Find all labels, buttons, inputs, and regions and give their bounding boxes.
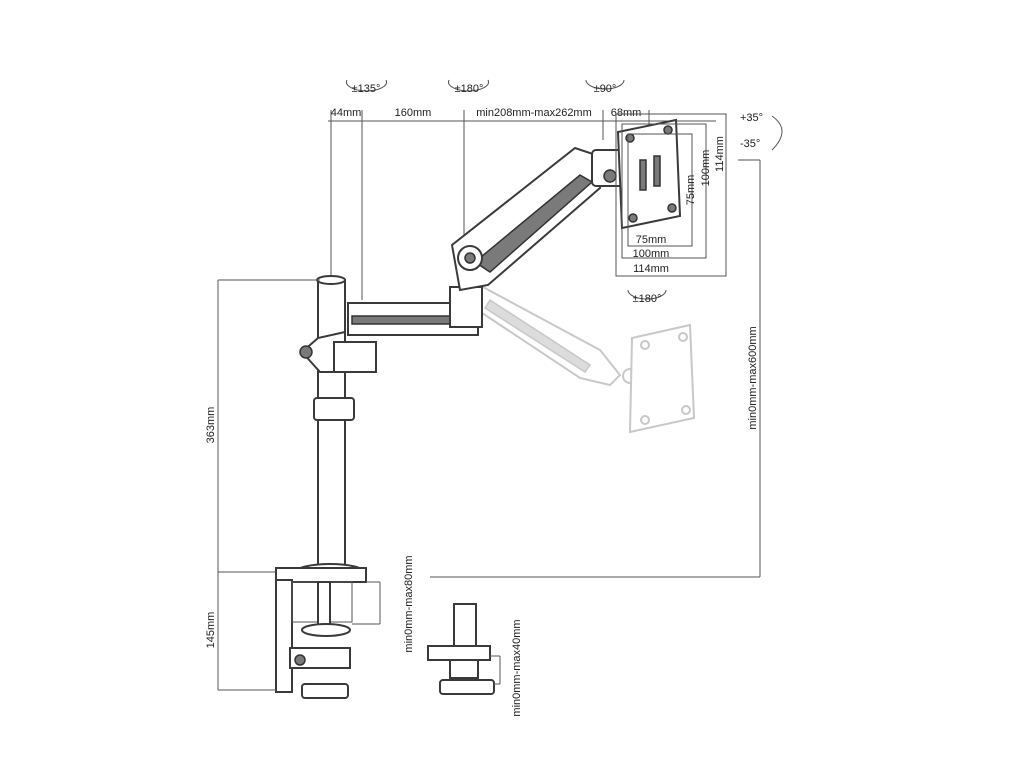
vesa-h75: 75mm	[636, 234, 667, 246]
ghost-vesa-plate	[628, 323, 696, 434]
dimension-grommet-range: min0mm-max40mm	[511, 619, 523, 716]
grommet-mount: min0mm-max40mm	[427, 603, 523, 717]
dimension-second-arm: min208mm-max262mm	[476, 107, 592, 119]
second-arm	[450, 146, 607, 292]
tilt-up-label: +35°	[740, 112, 763, 124]
rotation-label-rotate: ±180°	[633, 293, 662, 305]
cable-clip	[313, 397, 355, 421]
dimension-first-arm: 160mm	[395, 107, 432, 119]
dimension-head: 68mm	[611, 107, 642, 119]
rotation-label-head: ±90°	[594, 83, 617, 95]
dimension-clamp-range: min0mm-max80mm	[403, 555, 415, 652]
rotation-label-joint1: ±135°	[352, 83, 381, 95]
rotation-arrow-icon	[627, 289, 667, 300]
tilt-indicator: +35° -35°	[740, 112, 783, 151]
vesa-v114: 114mm	[714, 136, 726, 172]
vesa-h100: 100mm	[633, 248, 670, 260]
top-dimension-line: 44mm 160mm min208mm-max262mm 68mm	[328, 107, 716, 300]
rotation-label-joint2: ±180°	[455, 83, 484, 95]
rotation-arrow-icon	[585, 79, 625, 90]
desk-clamp	[275, 563, 367, 699]
vesa-v75: 75mm	[685, 175, 697, 206]
pole	[313, 275, 355, 571]
rotation-arrow-icon	[346, 79, 387, 92]
rotation-indicator-joint1: ±135°	[346, 79, 387, 95]
rotation-indicator-head: ±90°	[585, 79, 625, 95]
dimension-pole-width: 44mm	[331, 107, 362, 119]
vesa-v100: 100mm	[700, 150, 712, 187]
first-arm	[299, 286, 483, 373]
vesa-plate	[616, 118, 682, 230]
rotation-indicator-joint2: ±180°	[448, 79, 489, 95]
rotation-arrow-icon	[448, 79, 489, 92]
dimension-height-range: min0mm-max600mm	[747, 326, 759, 429]
rotation-indicator-rotate: ±180°	[627, 289, 667, 305]
tilt-down-label: -35°	[740, 138, 760, 150]
height-range-dimension: min0mm-max600mm	[430, 159, 761, 578]
vesa-h114: 114mm	[633, 263, 669, 275]
dimension-pole-height: 363mm	[205, 407, 217, 444]
vesa-dimension-frames: 75mm 100mm 114mm 75mm 100mm 114mm	[615, 113, 727, 277]
clamp-dimension: 145mm min0mm-max80mm	[205, 555, 415, 691]
tilt-arrow-icon	[771, 115, 783, 151]
dimension-clamp-height: 145mm	[205, 612, 217, 649]
pole-height-dimension: 363mm	[205, 279, 320, 573]
